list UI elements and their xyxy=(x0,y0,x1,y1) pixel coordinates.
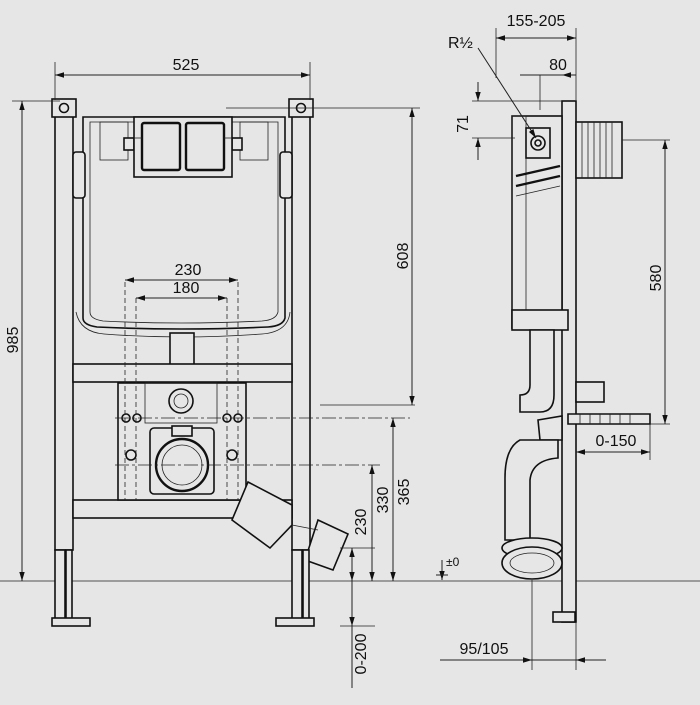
flush-pipe xyxy=(169,332,195,366)
thread-size-label: R½ xyxy=(448,35,473,52)
right-post xyxy=(291,100,311,551)
dim-width-525: 525 xyxy=(173,57,200,74)
dim-height-985: 985 xyxy=(5,327,22,354)
dim-spacing-180: 180 xyxy=(173,280,200,297)
supply-connection-icon xyxy=(168,388,194,414)
dim-height-230: 230 xyxy=(353,509,370,536)
dim-depth-155-205: 155-205 xyxy=(507,13,566,30)
dim-height-608: 608 xyxy=(395,243,412,270)
front-dimensions: 525 985 608 230 180 365 330 230 0-200 ±0 xyxy=(5,57,460,688)
dim-depth-95-105: 95/105 xyxy=(460,641,509,658)
dim-offset-71: 71 xyxy=(455,115,472,133)
side-flush-pipe xyxy=(519,329,555,413)
upper-crossbar xyxy=(72,363,293,383)
front-view xyxy=(51,98,415,627)
dim-spacing-230: 230 xyxy=(175,262,202,279)
dim-adjust-0-200: 0-200 xyxy=(353,633,370,674)
side-frame xyxy=(561,100,577,623)
dim-adjust-0-150: 0-150 xyxy=(596,433,637,450)
side-view xyxy=(501,100,651,623)
left-post xyxy=(54,100,74,551)
left-top-screw-icon xyxy=(58,102,70,114)
dim-height-580: 580 xyxy=(648,265,665,292)
dim-height-330: 330 xyxy=(375,487,392,514)
side-actuator-housing xyxy=(575,121,623,179)
dim-depth-80: 80 xyxy=(549,57,567,74)
side-drain-elbow xyxy=(504,439,559,541)
side-cistern xyxy=(511,115,563,329)
flush-plate-frame xyxy=(133,116,233,178)
drain-bend xyxy=(231,480,293,550)
floor-level-label: ±0 xyxy=(446,555,460,569)
dim-height-365: 365 xyxy=(396,479,413,506)
flush-button-left xyxy=(140,121,182,172)
side-dimensions: 155-205 R½ 80 71 580 0-150 95/105 xyxy=(440,13,670,670)
flush-button-right xyxy=(184,121,226,172)
